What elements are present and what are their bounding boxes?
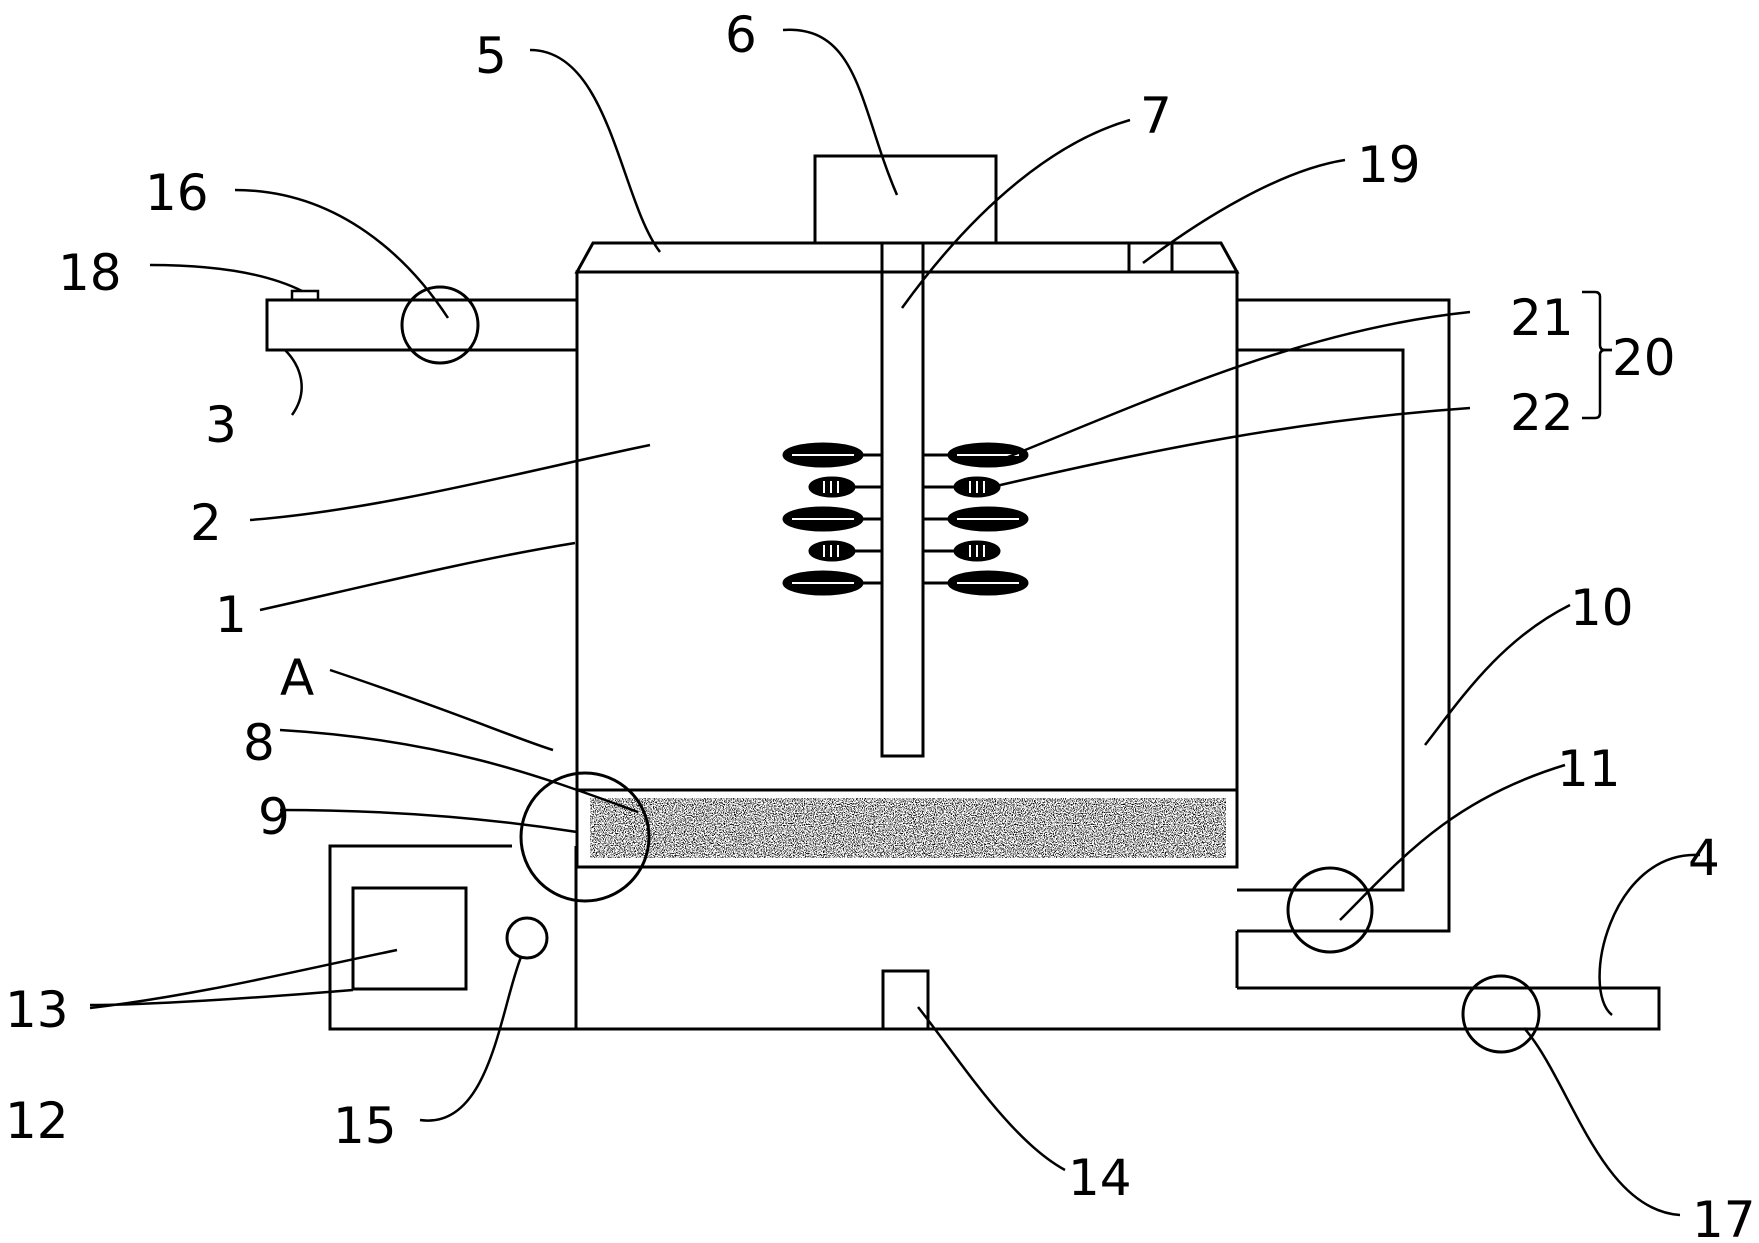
label-12: 12	[5, 1092, 69, 1150]
control-panel-13	[351, 886, 468, 991]
valve-16	[400, 285, 480, 365]
label-1: 1	[215, 586, 247, 644]
label-21: 21	[1510, 289, 1574, 347]
tank-body-1	[575, 270, 1239, 869]
label-20: 20	[1612, 329, 1676, 387]
label-a: A	[280, 649, 314, 707]
label-19: 19	[1357, 136, 1421, 194]
stirring-blades-20	[782, 442, 1029, 596]
label-8: 8	[243, 714, 275, 772]
vent-19	[1127, 241, 1174, 274]
label-2: 2	[190, 494, 222, 552]
motor-6	[813, 154, 998, 245]
label-4: 4	[1688, 829, 1720, 887]
label-15: 15	[333, 1097, 397, 1155]
label-10: 10	[1570, 579, 1634, 637]
detail-circle-a	[519, 771, 651, 903]
label-7: 7	[1140, 87, 1172, 145]
label-5: 5	[475, 27, 507, 85]
pump-11	[1286, 866, 1374, 954]
outlet-14	[881, 969, 930, 1031]
label-3: 3	[205, 396, 237, 454]
label-17: 17	[1692, 1191, 1756, 1243]
filter-texture	[590, 798, 1226, 858]
filter-frame-9	[575, 788, 1239, 869]
label-11: 11	[1557, 740, 1621, 798]
label-22: 22	[1510, 384, 1574, 442]
label-18: 18	[58, 244, 122, 302]
lid-5	[574, 241, 1240, 274]
switch-15	[505, 916, 549, 960]
inlet-pipe-3	[265, 289, 577, 352]
label-14: 14	[1068, 1149, 1132, 1207]
valve-17	[1461, 974, 1541, 1054]
base-12	[328, 844, 1661, 1031]
label-13: 13	[5, 981, 69, 1039]
label-16: 16	[145, 164, 209, 222]
return-pipe-10	[1237, 298, 1451, 933]
label-9: 9	[258, 788, 290, 846]
shaft-7	[880, 241, 925, 758]
leader-lines	[89, 28, 1701, 1217]
label-6: 6	[725, 6, 757, 64]
